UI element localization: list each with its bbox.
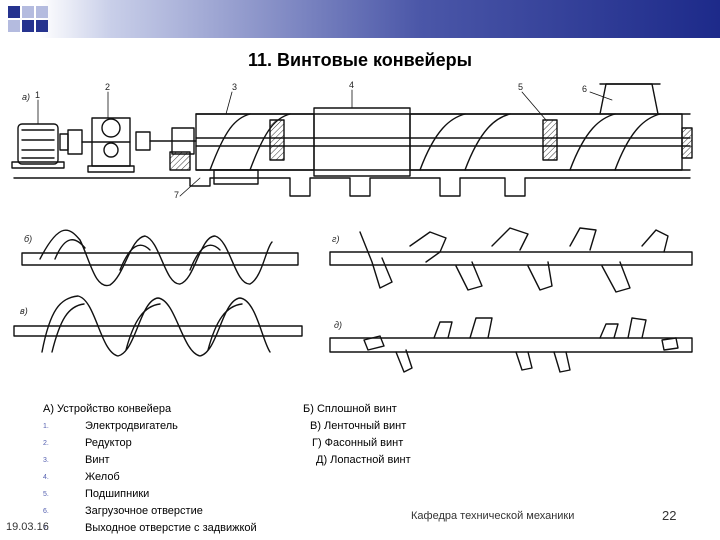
legend-b-solid-screw: Б) Сплошной винт <box>303 403 397 415</box>
callout-3: 3 <box>232 82 238 92</box>
legend-item-number: 3. <box>43 457 49 464</box>
legend-item-text: Выходное отверстие с задвижкой <box>85 522 257 534</box>
figure-b-solid-screw <box>21 229 299 287</box>
legend-item-text: Электродвигатель <box>85 420 178 432</box>
figure-label-v: в) <box>20 306 28 316</box>
page-number: 22 <box>662 508 677 523</box>
legend-item-number: 4. <box>43 474 49 481</box>
figure-label-b: б) <box>24 234 33 244</box>
legend-d-paddle-screw: Д) Лопастной винт <box>316 454 411 466</box>
legend-item-text: Желоб <box>85 471 120 483</box>
decor-square <box>22 20 34 32</box>
figure-d-paddle-screw <box>329 317 693 373</box>
callout-5: 5 <box>518 82 524 92</box>
figure-a-conveyor-assembly <box>11 83 693 197</box>
legend-item-number: 7. <box>43 525 49 532</box>
legend-v-ribbon-screw: В) Ленточный винт <box>310 420 407 432</box>
callout-4: 4 <box>349 80 355 90</box>
figure-g-shaped-screw <box>329 227 693 293</box>
legend-item-text: Редуктор <box>85 437 132 449</box>
callout-6: 6 <box>582 84 588 94</box>
legend-g-shaped-screw: Г) Фасонный винт <box>312 437 404 449</box>
decor-square <box>36 20 48 32</box>
decor-square <box>8 20 20 32</box>
callout-2: 2 <box>105 82 111 92</box>
legend-item-number: 5. <box>43 491 49 498</box>
legend-item-text: Винт <box>85 454 110 466</box>
decor-square <box>22 6 34 18</box>
header-bar <box>0 0 720 38</box>
legend-item-number: 2. <box>43 440 49 447</box>
figure-label-d: д) <box>334 320 342 330</box>
figure-label-a: а) <box>22 92 31 102</box>
footer-department: Кафедра технической механики <box>411 510 575 522</box>
decor-square <box>8 6 20 18</box>
slide-title: 11. Винтовые конвейеры <box>248 50 472 70</box>
footer-date: 19.03.16 <box>6 521 49 533</box>
legend-header-a: А) Устройство конвейера <box>43 403 172 415</box>
callout-7: 7 <box>174 190 180 200</box>
decor-square <box>36 6 48 18</box>
legend-item-number: 6. <box>43 508 49 515</box>
callout-1: 1 <box>35 90 41 100</box>
legend-item-number: 1. <box>43 423 49 430</box>
figure-label-g: г) <box>332 234 340 244</box>
legend-item-text: Подшипники <box>85 488 150 500</box>
legend-item-text: Загрузочное отверстие <box>85 505 203 517</box>
figure-v-ribbon-screw <box>13 295 303 357</box>
